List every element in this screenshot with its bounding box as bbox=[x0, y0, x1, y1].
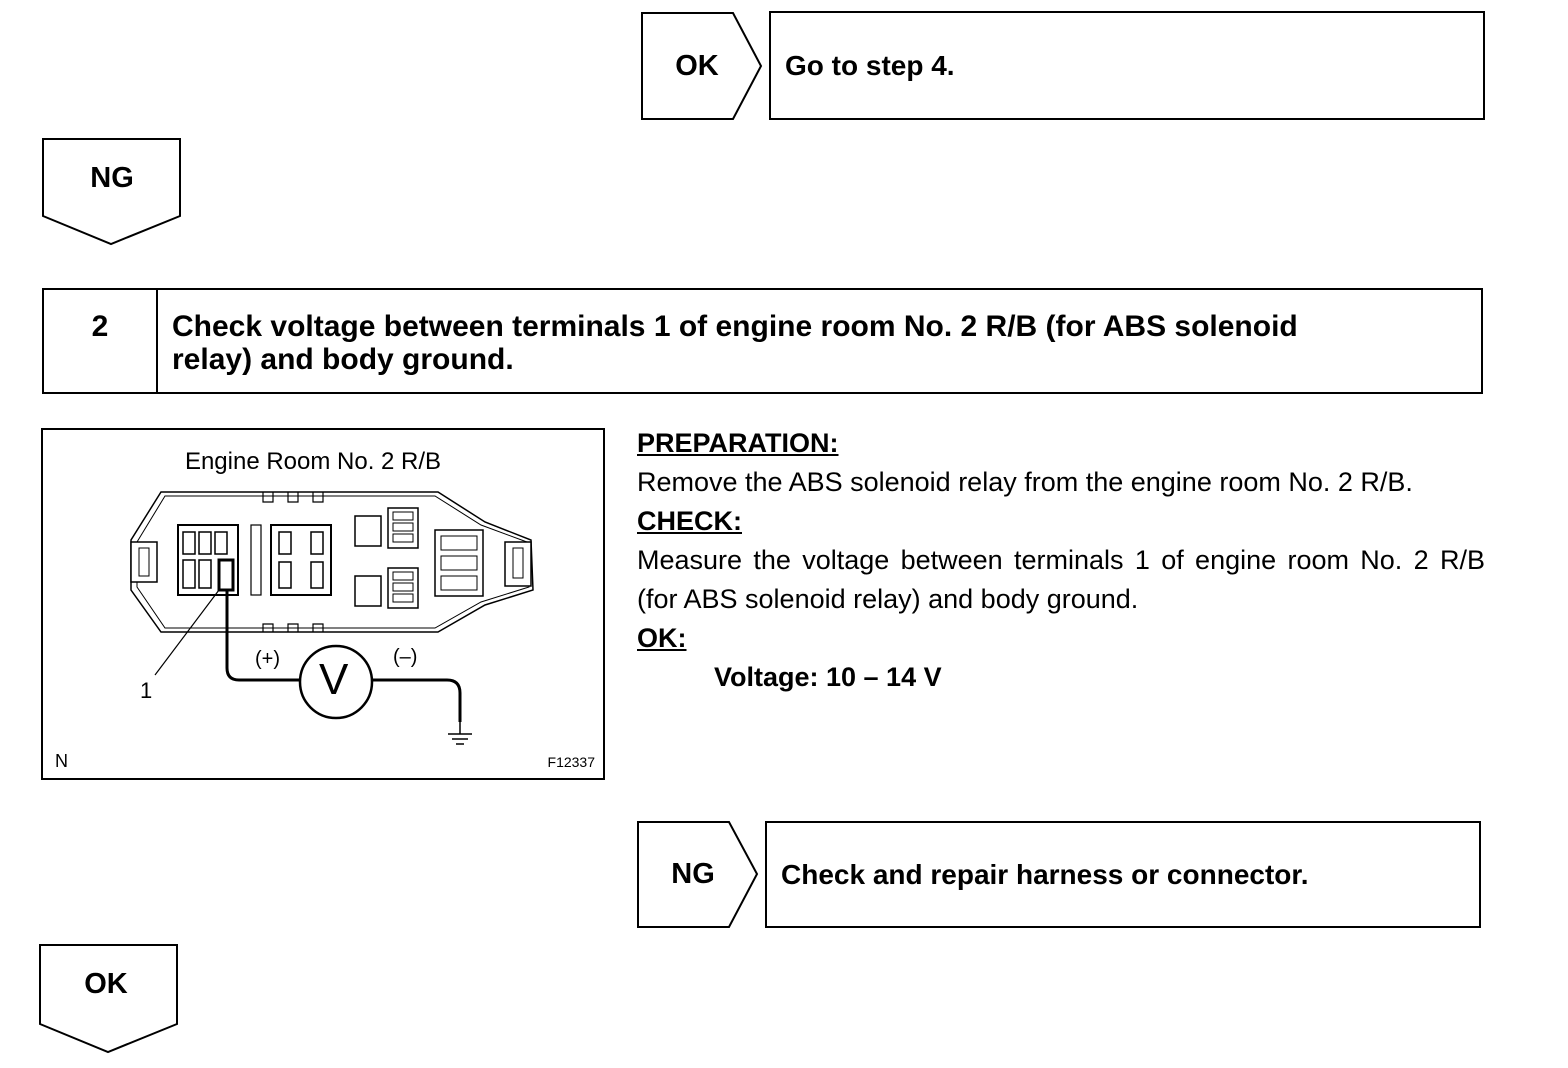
step-title-line-1: Check voltage between terminals 1 of eng… bbox=[172, 310, 1298, 343]
down-arrow-shape bbox=[39, 944, 178, 1054]
preparation-text: Remove the ABS solenoid relay from the e… bbox=[637, 467, 1413, 497]
ok-heading: OK: bbox=[637, 623, 687, 653]
ok-final-tag-label: OK bbox=[84, 967, 128, 1000]
repair-harness-text: Check and repair harness or connector. bbox=[781, 858, 1309, 890]
plus-label: (+) bbox=[255, 648, 280, 670]
ng-down-tag: NG bbox=[42, 138, 182, 246]
minus-label: (–) bbox=[393, 646, 418, 668]
terminal-number-label: 1 bbox=[140, 678, 153, 703]
right-clip bbox=[504, 541, 532, 587]
ng-result-tag-label: NG bbox=[671, 858, 715, 890]
check-heading: CHECK: bbox=[637, 506, 742, 536]
figure-id: F12337 bbox=[547, 754, 595, 770]
ok-spec: Voltage: 10 – 14 V bbox=[714, 662, 942, 692]
preparation-heading: PREPARATION: bbox=[637, 428, 839, 458]
instructions: PREPARATION: Remove the ABS solenoid rel… bbox=[637, 424, 1485, 697]
figure-corner-letter: N bbox=[55, 751, 68, 771]
negative-lead bbox=[372, 678, 462, 722]
right-arrow-shape bbox=[637, 821, 759, 928]
ok-down-tag: OK bbox=[39, 944, 179, 1054]
left-clip bbox=[130, 541, 158, 583]
step-title: Check voltage between terminals 1 of eng… bbox=[158, 290, 1481, 392]
second-relay-socket bbox=[270, 524, 332, 596]
ok-tag-label: OK bbox=[675, 49, 719, 82]
down-arrow-shape bbox=[42, 138, 181, 246]
small-relay-upper bbox=[354, 515, 382, 547]
ok-arrow-tag: OK bbox=[641, 12, 763, 120]
check-text: Measure the voltage between terminals 1 … bbox=[637, 545, 1485, 614]
right-arrow-shape bbox=[641, 12, 763, 120]
voltmeter-icon bbox=[298, 644, 374, 720]
go-to-step-box: Go to step 4. bbox=[769, 11, 1485, 120]
repair-harness-box: Check and repair harness or connector. bbox=[765, 821, 1481, 928]
ng-tag-label: NG bbox=[90, 161, 134, 194]
step-header: 2 Check voltage between terminals 1 of e… bbox=[42, 288, 1483, 394]
bottom-notches bbox=[262, 623, 324, 632]
go-to-step-text: Go to step 4. bbox=[785, 49, 955, 81]
small-relay-lower bbox=[354, 575, 382, 607]
step-number: 2 bbox=[44, 290, 158, 392]
ng-arrow-tag: NG bbox=[637, 821, 759, 928]
top-notches bbox=[262, 492, 324, 503]
terminal-leader-line bbox=[154, 589, 220, 676]
positive-lead bbox=[225, 590, 299, 682]
relay-box-figure: Engine Room No. 2 R/B bbox=[41, 428, 605, 780]
figure-title: Engine Room No. 2 R/B bbox=[184, 448, 442, 475]
step-title-line-2: relay) and body ground. bbox=[172, 343, 514, 376]
fuse-block bbox=[434, 529, 484, 597]
relay-box-diagram bbox=[130, 491, 534, 745]
voltmeter-label: V bbox=[319, 655, 349, 704]
